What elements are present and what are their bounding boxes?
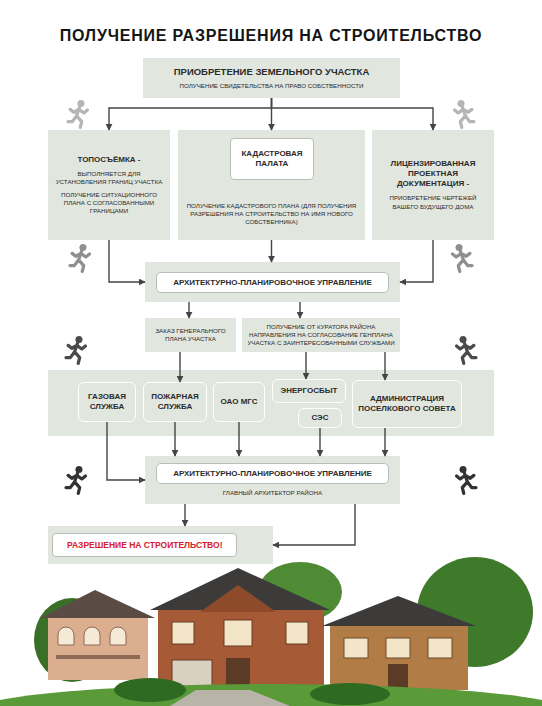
flow-arrow (319, 428, 320, 456)
flow-arrow (109, 98, 272, 130)
arched-window (58, 627, 126, 645)
services-band (48, 370, 494, 436)
house-wall (330, 626, 468, 690)
runner-icon (455, 100, 474, 127)
runner-icon (457, 466, 476, 493)
node-note: ПОЛУЧЕНИЕ СИТУАЦИОННОГО ПЛАНА С СОГЛАСОВ… (52, 191, 166, 215)
node-label: ТОПОСЪЁМКА - (77, 155, 140, 165)
bush (310, 683, 390, 705)
node-note: ПОЛУЧЕНИЕ СВИДЕТЕЛЬСТВА НА ПРАВО СОБСТВЕ… (180, 82, 364, 90)
flow-arrow (107, 422, 145, 480)
service-box: ПОЖАРНАЯ СЛУЖБА (143, 382, 207, 422)
service-box: ОАО МГС (213, 382, 265, 422)
house-wall (158, 610, 324, 690)
bush (114, 678, 186, 702)
flow-arrow (299, 302, 300, 318)
node-note: ГЛАВНЫЙ АРХИТЕКТОР РАЙОНА (223, 489, 322, 497)
window (224, 620, 252, 646)
flow-arrow (273, 504, 355, 545)
window (172, 622, 194, 644)
node-label: ПОЛУЧЕНИЕ ОТ КУРАТОРА РАЙОНА НАПРАВЛЕНИЯ… (246, 323, 396, 347)
runner-icon (68, 100, 87, 127)
flow-arrow (384, 428, 385, 456)
window (386, 638, 410, 658)
node-label: ГАЗОВАЯ СЛУЖБА (81, 392, 133, 411)
node-label: ЗАКАЗ ГЕНЕРАЛЬНОГО ПЛАНА УЧАСТКА (149, 327, 232, 343)
node-label: АРХИТЕКТУРНО-ПЛАНИРОВОЧНОЕ УПРАВЛЕНИЕ (156, 463, 389, 484)
diagram-title: ПОЛУЧЕНИЕ РАЗРЕШЕНИЯ НА СТРОИТЕЛЬСТВО (0, 27, 542, 45)
node-label: ОАО МГС (220, 397, 257, 407)
flow-arrow (109, 240, 145, 282)
window (428, 638, 452, 658)
flow-arrow (271, 240, 272, 262)
node-label: ЭНЕРГОСБЫТ (280, 386, 337, 396)
window (286, 622, 308, 644)
flow-arrow (384, 352, 385, 380)
node-label: РАЗРЕШЕНИЕ НА СТРОИТЕЛЬСТВО! (52, 533, 237, 557)
node-label: АДМИНИСТРАЦИЯ ПОСЕЛКОВОГО СОВЕТА (355, 394, 459, 413)
process-box: ЛИЦЕНЗИРОВАННАЯ ПРОЕКТНАЯ ДОКУМЕНТАЦИЯ -… (372, 130, 494, 240)
runner-icon (70, 244, 89, 271)
node-note: ВЫПОЛНЯЕТСЯ ДЛЯ УСТАНОВЛЕНИЯ ГРАНИЦ УЧАС… (52, 170, 166, 186)
node-label: СЭС (311, 413, 328, 423)
process-box: ПОЛУЧЕНИЕ ОТ КУРАТОРА РАЙОНА НАПРАВЛЕНИЯ… (242, 318, 400, 352)
roof (40, 590, 155, 618)
service-box: СЭС (298, 408, 342, 428)
node-note: ПРИОБРЕТЕНИЕ ЧЕРТЕЖЕЙ ВАШЕГО БУДУЩЕГО ДО… (376, 194, 490, 210)
runner-icon (66, 466, 85, 493)
process-box: ТОПОСЪЁМКА - ВЫПОЛНЯЕТСЯ ДЛЯ УСТАНОВЛЕНИЯ… (48, 130, 170, 240)
node-label: ЛИЦЕНЗИРОВАННАЯ ПРОЕКТНАЯ ДОКУМЕНТАЦИЯ - (376, 159, 490, 189)
window (344, 638, 368, 658)
flow-arrow (179, 352, 180, 382)
gable (200, 585, 276, 612)
service-box: ГАЗОВАЯ СЛУЖБА (78, 382, 136, 422)
roof (322, 596, 476, 626)
service-box: АДМИНИСТРАЦИЯ ПОСЕЛКОВОГО СОВЕТА (352, 380, 462, 428)
process-box: ЗАКАЗ ГЕНЕРАЛЬНОГО ПЛАНА УЧАСТКА (145, 318, 236, 352)
flow-arrow (184, 504, 185, 526)
runner-icon (457, 336, 476, 363)
process-band: АРХИТЕКТУРНО-ПЛАНИРОВОЧНОЕ УПРАВЛЕНИЕ (145, 262, 400, 302)
house-wall (48, 618, 148, 680)
process-band: АРХИТЕКТУРНО-ПЛАНИРОВОЧНОЕ УПРАВЛЕНИЕ ГЛА… (145, 456, 400, 504)
flow-arrow (238, 422, 239, 456)
balcony (56, 655, 140, 659)
node-label: ПРИОБРЕТЕНИЕ ЗЕМЕЛЬНОГО УЧАСТКА (174, 66, 370, 77)
process-band: ПРИОБРЕТЕНИЕ ЗЕМЕЛЬНОГО УЧАСТКА ПОЛУЧЕНИЕ… (143, 58, 400, 98)
node-label: АРХИТЕКТУРНО-ПЛАНИРОВОЧНОЕ УПРАВЛЕНИЕ (156, 272, 389, 293)
office-box: КАДАСТРОВАЯ ПАЛАТА (230, 138, 314, 180)
lawn (0, 684, 542, 706)
driveway (170, 690, 290, 706)
runner-icon (66, 336, 85, 363)
process-box: ПОЛУЧЕНИЕ КАДАСТРОВОГО ПЛАНА (ДЛЯ ПОЛУЧЕ… (178, 130, 365, 240)
result-band: РАЗРЕШЕНИЕ НА СТРОИТЕЛЬСТВО! (48, 526, 273, 564)
service-box: ЭНЕРГОСБЫТ (272, 379, 346, 403)
flow-arrow (305, 352, 306, 379)
flow-arrow (400, 240, 433, 282)
flow-arrow (188, 302, 189, 318)
door (388, 664, 408, 690)
flow-arrow (271, 98, 272, 130)
runner-icon (453, 244, 472, 271)
node-label: КАДАСТРОВАЯ ПАЛАТА (235, 149, 309, 169)
node-label: ПОЖАРНАЯ СЛУЖБА (146, 392, 204, 411)
flow-arrow (174, 422, 175, 456)
flow-arrow (272, 98, 434, 130)
node-label: ПОЛУЧЕНИЕ КАДАСТРОВОГО ПЛАНА (ДЛЯ ПОЛУЧЕ… (182, 202, 361, 226)
